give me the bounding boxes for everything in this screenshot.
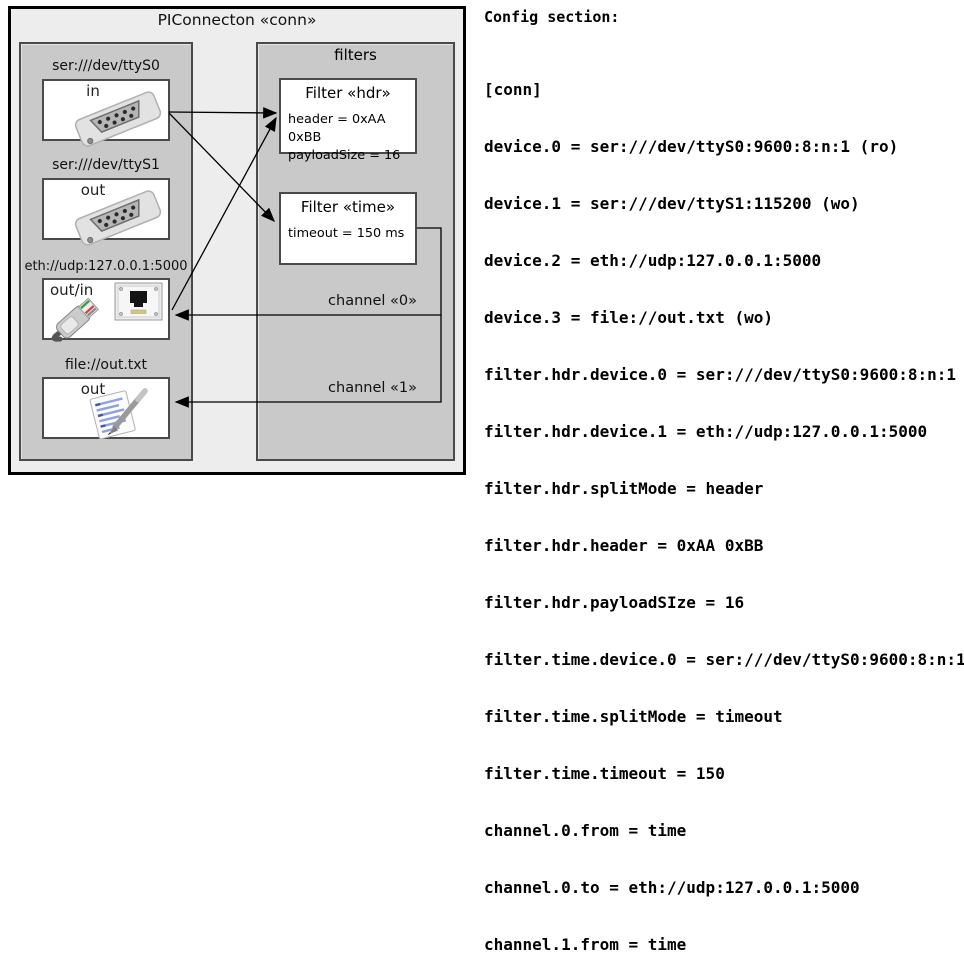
config-line: filter.hdr.payloadSIze = 16: [484, 593, 745, 612]
channel-0-label: channel «0»: [328, 293, 417, 309]
channel-1-label: channel «1»: [328, 380, 417, 396]
device-direction: out: [80, 181, 106, 199]
page: { "colors": { "diagram_bg": "#ededed", "…: [8, 6, 964, 954]
ethernet-plug-icon: [51, 297, 99, 342]
device-label-ttys0: ser:///dev/ttyS0: [52, 58, 160, 74]
device-direction: out/in: [50, 281, 94, 299]
serial-connector-icon: [74, 190, 162, 246]
ethernet-port-icon: [114, 282, 163, 321]
config-line: device.1 = ser:///dev/ttyS1:115200 (wo): [484, 194, 860, 213]
filter-attribute: header = 0xAA 0xBB: [288, 112, 386, 145]
filter-attribute: timeout = 150 ms: [288, 226, 405, 241]
config-line: filter.time.timeout = 150: [484, 764, 725, 783]
filter-attributes: header = 0xAA 0xBB payloadSize = 16: [288, 111, 415, 165]
config-line: [conn]: [484, 80, 542, 99]
filter-box-time: Filter «time» timeout = 150 ms: [279, 192, 417, 265]
notepad-pen-icon: [89, 388, 148, 440]
filters-group-title: filters: [334, 46, 377, 64]
device-box-eth: out/in: [42, 278, 170, 342]
device-direction: out: [80, 380, 106, 398]
device-box-file: out: [42, 377, 170, 440]
device-direction: in: [86, 82, 100, 100]
config-line: device.2 = eth://udp:127.0.0.1:5000: [484, 251, 822, 270]
config-line: filter.hdr.header = 0xAA 0xBB: [484, 536, 764, 555]
config-line: channel.0.to = eth://udp:127.0.0.1:5000: [484, 878, 860, 897]
config-line: filter.hdr.device.1 = eth://udp:127.0.0.…: [484, 422, 928, 441]
filter-title: Filter «hdr»: [305, 84, 391, 102]
config-line: filter.time.device.0 = ser:///dev/ttyS0:…: [484, 650, 964, 669]
device-label-ttys1: ser:///dev/ttyS1: [52, 157, 160, 173]
config-line: filter.hdr.splitMode = header: [484, 479, 764, 498]
filter-attributes: timeout = 150 ms: [288, 225, 404, 243]
serial-connector-icon: [74, 91, 162, 147]
device-label-file: file://out.txt: [64, 357, 148, 373]
filter-title: Filter «time»: [300, 198, 396, 216]
config-line: device.3 = file://out.txt (wo): [484, 308, 773, 327]
device-label-eth: eth://udp:127.0.0.1:5000: [24, 259, 188, 274]
config-line: device.0 = ser:///dev/ttyS0:9600:8:n:1 (…: [484, 137, 899, 156]
device-box-ttys1: out: [42, 178, 170, 246]
config-line: filter.hdr.device.0 = ser:///dev/ttyS0:9…: [484, 365, 957, 384]
filter-attribute: payloadSize = 16: [288, 148, 401, 163]
device-box-ttys0: in: [42, 79, 170, 147]
config-section-heading: Config section:: [484, 8, 620, 26]
config-line: filter.time.splitMode = timeout: [484, 707, 783, 726]
config-section: [conn] device.0 = ser:///dev/ttyS0:9600:…: [484, 42, 964, 968]
config-line: channel.1.from = time: [484, 935, 687, 954]
config-line: channel.0.from = time: [484, 821, 687, 840]
diagram-title: PIConnecton «conn»: [157, 11, 317, 29]
filter-box-hdr: Filter «hdr» header = 0xAA 0xBB payloadS…: [279, 78, 417, 163]
